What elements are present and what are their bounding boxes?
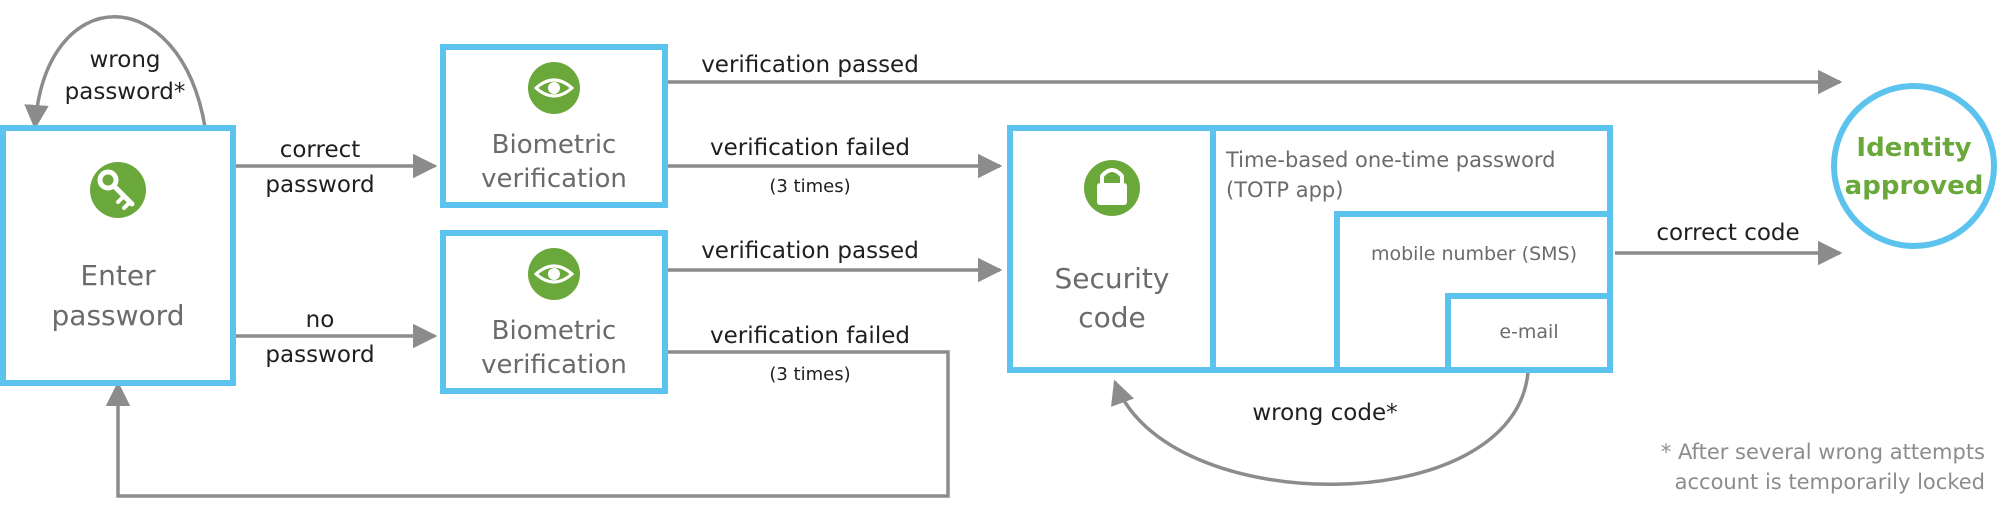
identity-approved-line2: approved <box>1845 171 1984 201</box>
totp-option-line1: Time-based one-time password <box>1225 148 1556 172</box>
top-verification-passed-label: verification passed <box>701 52 919 78</box>
correct-password-label-line1: correct <box>280 137 361 163</box>
email-option: e-mail <box>1499 321 1558 343</box>
security-code-label-line2: code <box>1078 301 1146 334</box>
eye-icon <box>528 248 580 300</box>
biometric-bottom-label-line1: Biometric <box>492 316 617 346</box>
enter-password-label-line2: password <box>52 299 185 332</box>
bottom-verification-failed-label: verification failed <box>710 323 910 349</box>
biometric-top-label-line2: verification <box>481 164 627 194</box>
security-code-node: Security code Time-based one-time passwo… <box>1007 125 1613 373</box>
security-code-label-line1: Security <box>1055 262 1170 295</box>
enter-password-label-line1: Enter <box>80 259 156 292</box>
wrong-code-loop-arrow <box>1111 371 1530 486</box>
biometric-bottom-node: Biometric verification <box>440 230 668 394</box>
footnote-line1: * After several wrong attempts <box>1661 440 1985 464</box>
footnote-line2: account is temporarily locked <box>1675 470 1985 494</box>
identity-approved-line1: Identity <box>1856 133 1971 163</box>
no-password-label-line1: no <box>306 307 335 333</box>
biometric-top-node: Biometric verification <box>440 44 668 208</box>
wrong-password-label-line1: wrong <box>89 47 160 73</box>
key-icon <box>90 162 146 218</box>
bottom-verification-failed-arrow <box>105 350 950 498</box>
top-verification-failed-sub: (3 times) <box>769 176 850 197</box>
totp-option-line2: (TOTP app) <box>1226 178 1343 202</box>
wrong-code-label: wrong code* <box>1252 400 1397 426</box>
bottom-verification-failed-sub: (3 times) <box>769 364 850 385</box>
correct-password-label-line2: password <box>265 172 374 198</box>
wrong-password-label-line2: password* <box>65 79 186 105</box>
bottom-verification-passed-label: verification passed <box>701 238 919 264</box>
identity-approved-node: Identity approved <box>1831 83 1997 249</box>
top-verification-failed-label: verification failed <box>710 135 910 161</box>
correct-code-label: correct code <box>1656 220 1799 246</box>
no-password-label-line2: password <box>265 342 374 368</box>
biometric-bottom-label-line2: verification <box>481 350 627 380</box>
wrong-password-loop-arrow <box>24 15 207 130</box>
eye-icon <box>528 62 580 114</box>
lock-icon <box>1084 160 1140 216</box>
sms-option: mobile number (SMS) <box>1371 243 1577 265</box>
enter-password-node: Enter password <box>0 125 236 386</box>
biometric-top-label-line1: Biometric <box>492 130 617 160</box>
